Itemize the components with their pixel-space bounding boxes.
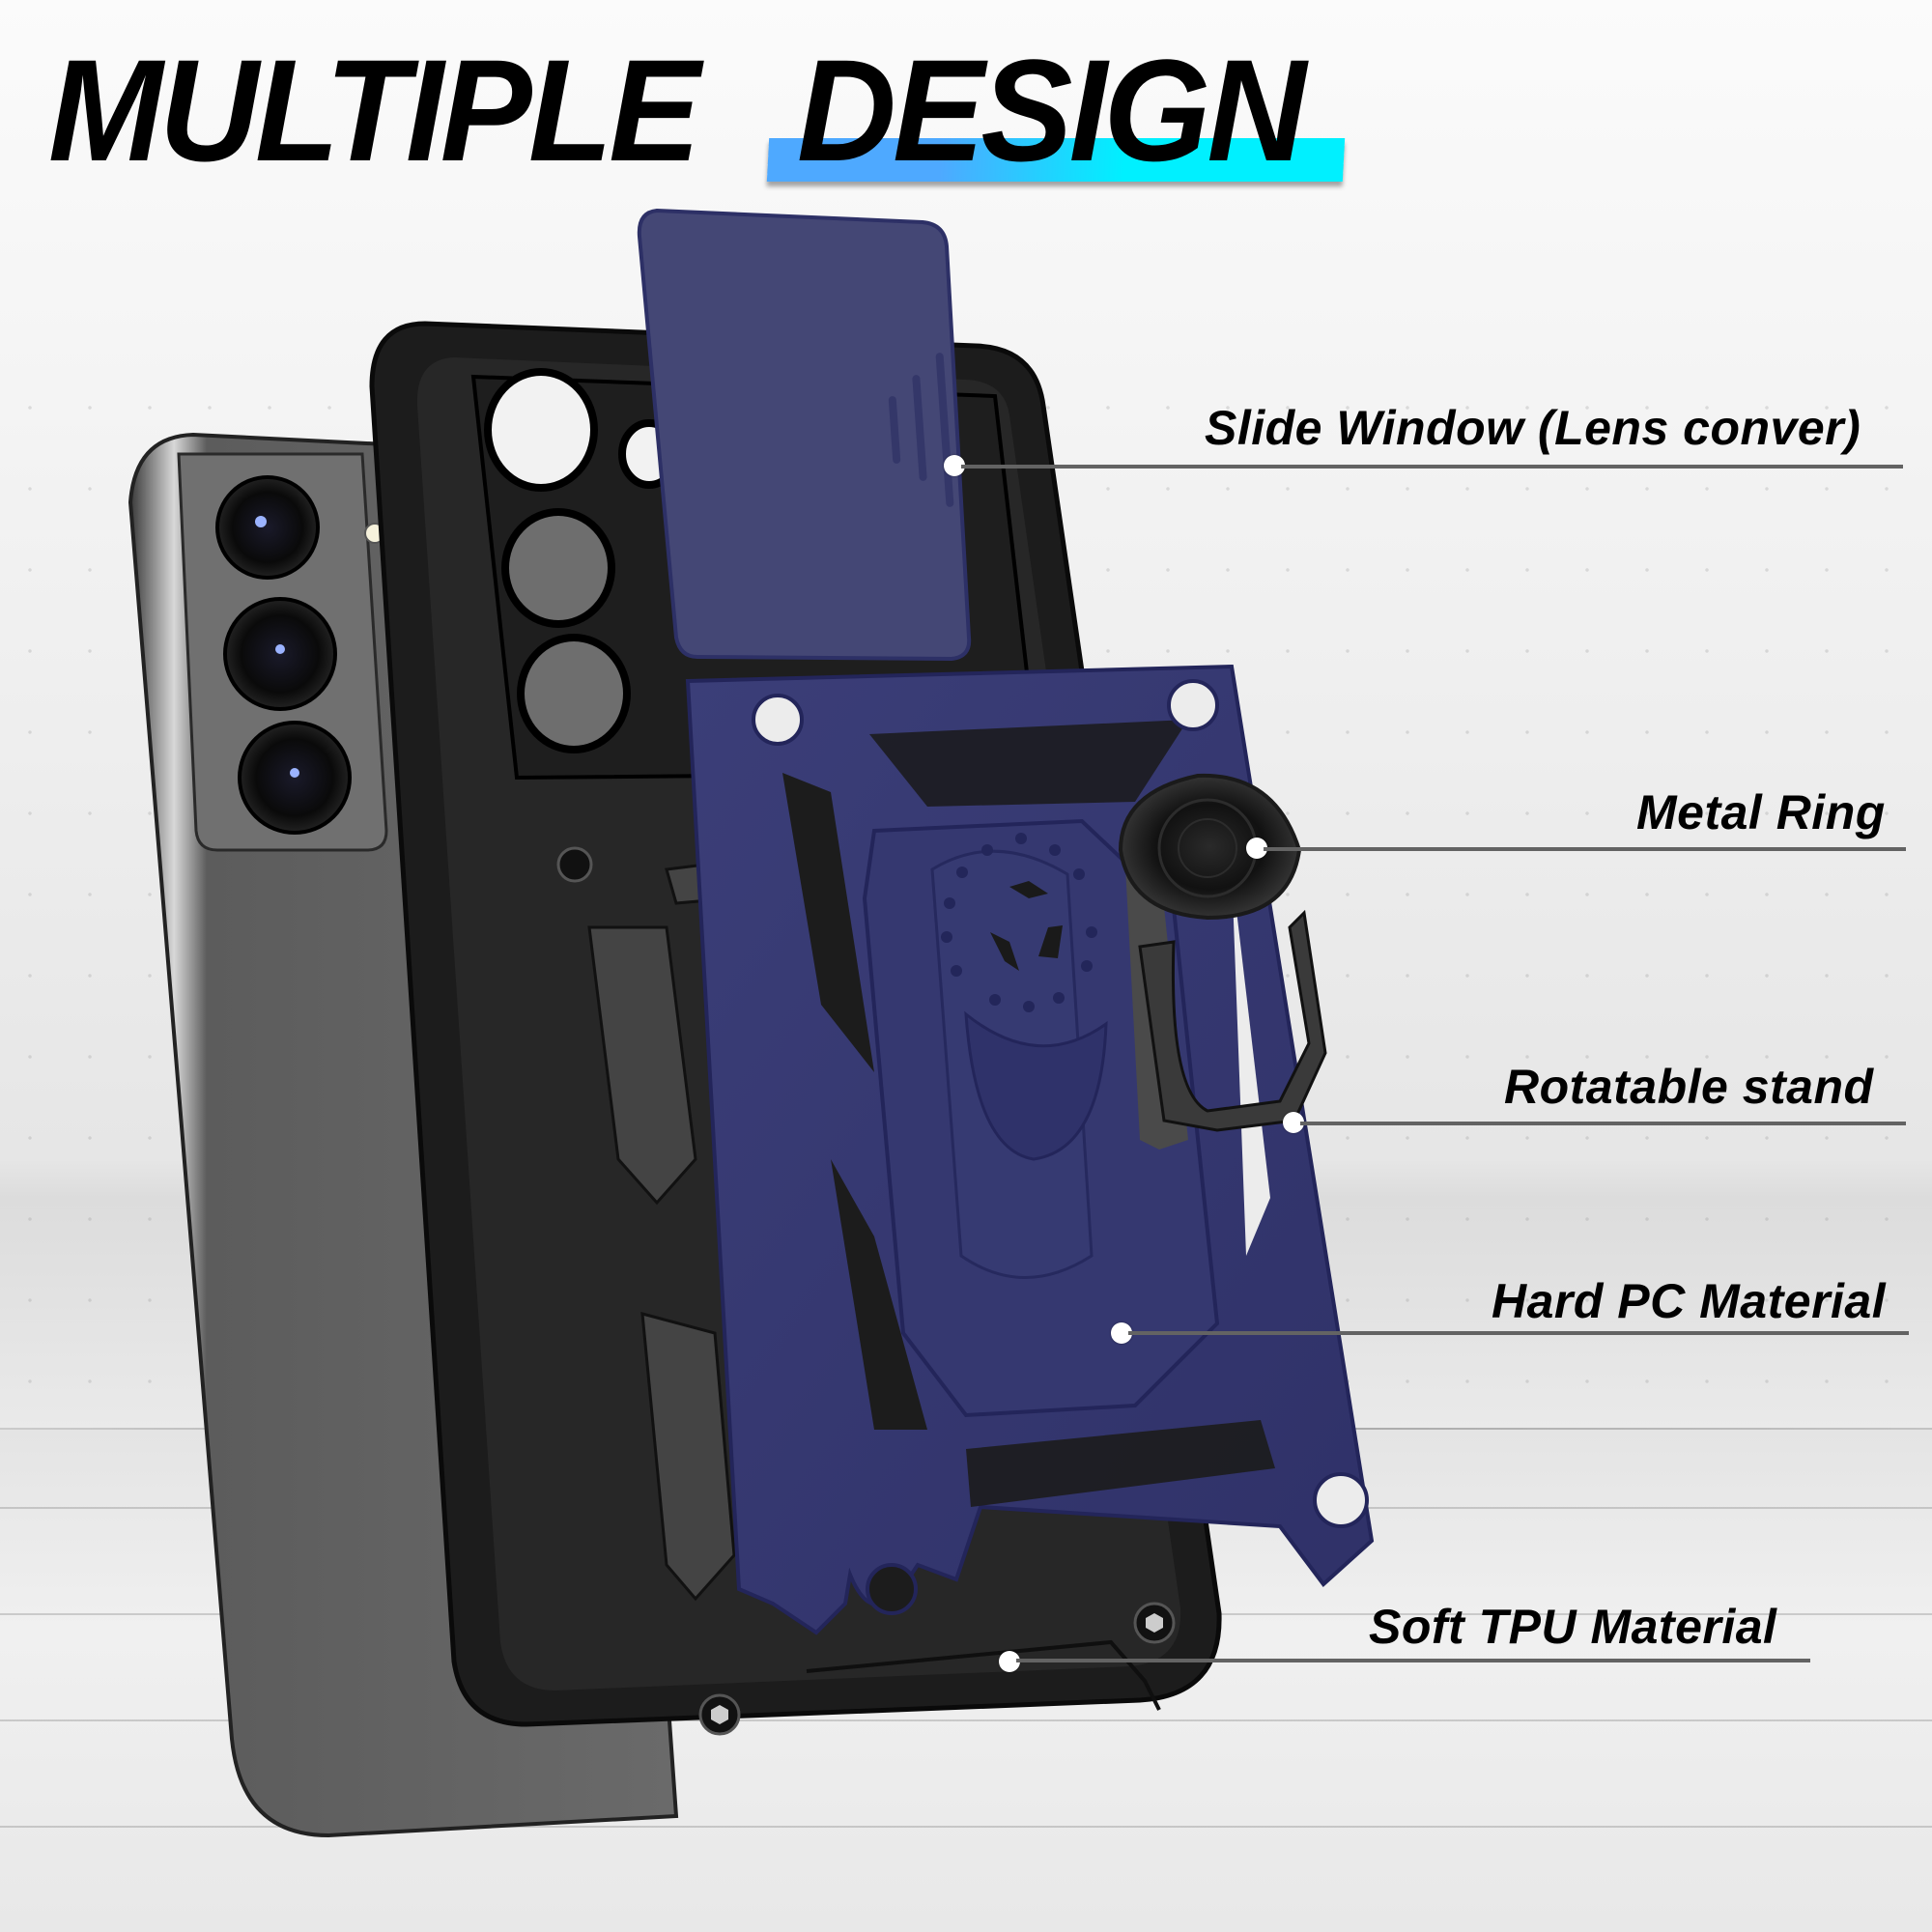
callout-line-metal-ring xyxy=(1264,847,1906,851)
title-word-multiple: MULTIPLE xyxy=(48,29,700,191)
callout-label-hard-pc-material: Hard PC Material xyxy=(1492,1274,1887,1328)
callout-dot-metal-ring xyxy=(1246,838,1267,859)
callout-dot-soft-tpu-material xyxy=(999,1651,1020,1672)
callout-dot-hard-pc-material xyxy=(1111,1322,1132,1344)
metal-ring-art xyxy=(1118,773,1327,1150)
callout-dot-slide-window xyxy=(944,455,965,476)
callout-label-metal-ring: Metal Ring xyxy=(1636,785,1886,839)
callout-line-slide-window xyxy=(961,465,1903,469)
callout-label-slide-window: Slide Window (Lens conver) xyxy=(1205,401,1861,455)
callout-line-rotatable-stand xyxy=(1300,1122,1906,1125)
callout-line-hard-pc-material xyxy=(1128,1331,1909,1335)
callout-label-rotatable-stand: Rotatable stand xyxy=(1504,1060,1874,1114)
callout-label-soft-tpu-material: Soft TPU Material xyxy=(1369,1600,1777,1654)
slide-window-art xyxy=(637,208,972,662)
title-word-design: DESIGN xyxy=(797,29,1306,191)
callout-line-soft-tpu-material xyxy=(1016,1659,1810,1662)
callout-dot-rotatable-stand xyxy=(1283,1112,1304,1133)
